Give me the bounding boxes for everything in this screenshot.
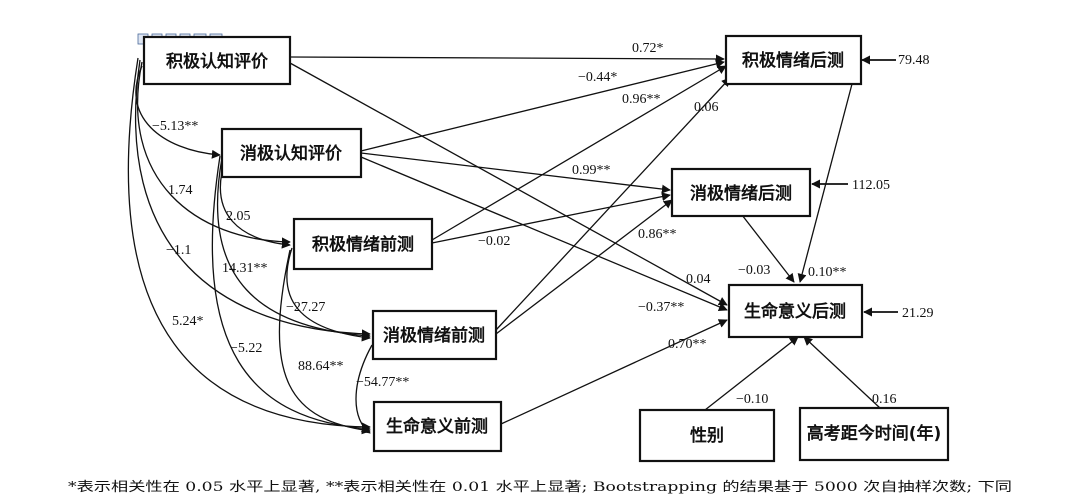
- path-label: −0.10: [736, 392, 768, 407]
- path-poscog-life: [289, 62, 728, 306]
- cov-label: −5.13**: [152, 119, 198, 134]
- path-negcog-negemo: [360, 152, 671, 194]
- cov-negcog-lifepre: [211, 155, 371, 433]
- path-label: 0.10**: [808, 265, 847, 280]
- path-label: −0.03: [738, 263, 770, 278]
- cov-negemopre-lifepre: [355, 344, 373, 434]
- cov-label: 2.05: [226, 209, 251, 224]
- residual-labels: 79.48 112.05 21.29: [852, 53, 934, 321]
- cov-label: −54.77**: [356, 375, 409, 390]
- cov-label: 88.64**: [298, 359, 344, 374]
- path-posemo-life: [797, 83, 853, 283]
- cov-label: −5.22: [230, 341, 262, 356]
- residual-value: 79.48: [898, 53, 930, 68]
- path-posemopre-posemo: [431, 65, 727, 241]
- path-lifepre-life: [500, 319, 728, 425]
- path-label: 0.04: [686, 272, 711, 287]
- path-label: 0.86**: [638, 227, 677, 242]
- node-gender-box: [638, 408, 776, 463]
- path-label: 0.96**: [622, 92, 661, 107]
- node-exam-time-box: [798, 406, 950, 462]
- node-pos-cog-box: [142, 35, 292, 86]
- path-negemopre-negemo: [495, 199, 673, 335]
- node-neg-emo-post: 消极情绪后测: [690, 183, 792, 204]
- path-negemo-life: [741, 214, 795, 283]
- cov-poscog-posemopre: [136, 61, 291, 247]
- node-pos-cog: 积极认知评价: [166, 51, 269, 72]
- node-neg-emo-pre: 消极情绪前测: [383, 325, 485, 346]
- cov-negcog-negemopre: [217, 157, 371, 340]
- cov-label: −1.1: [166, 243, 191, 258]
- path-negcog-life: [360, 156, 728, 312]
- cov-label: 14.31**: [222, 261, 268, 276]
- path-label: −0.02: [478, 234, 510, 249]
- path-posemopre-negemo: [431, 192, 671, 244]
- path-label: 0.06: [694, 100, 719, 115]
- path-poscog-posemo: [289, 54, 725, 64]
- cov-poscog-lifepre: [127, 57, 371, 432]
- path-coefficients: 0.72* −0.44* 0.96** 0.06 0.99** −0.02 0.…: [478, 41, 897, 407]
- node-life-pre-box: [372, 400, 503, 453]
- path-label: −0.37**: [638, 300, 684, 315]
- residual-value: 21.29: [902, 306, 934, 321]
- path-label: 0.72*: [632, 41, 664, 56]
- nodes: 积极认知评价 消极认知评价 积极情绪前测 消极情绪前测 生命意义前测 积极情绪后…: [142, 34, 950, 463]
- node-life-pre: 生命意义前测: [386, 416, 488, 437]
- cov-label: 5.24*: [172, 314, 204, 329]
- node-pos-emo-pre-box: [292, 217, 434, 271]
- node-neg-cog: 消极认知评价: [240, 143, 343, 164]
- node-gender: 性别: [690, 425, 724, 446]
- cov-label: 1.74: [168, 183, 193, 198]
- node-life-post: 生命意义后测: [744, 301, 846, 322]
- node-pos-emo-post-box: [724, 34, 863, 86]
- path-label: 0.70**: [668, 337, 707, 352]
- covariance-curves: [127, 57, 373, 435]
- covariance-coefficients: −5.13** 1.74 2.05 −1.1 14.31** −27.27 5.…: [152, 119, 409, 390]
- cov-label: −27.27: [286, 300, 325, 315]
- node-life-post-box: [727, 283, 864, 339]
- path-label: −0.44*: [578, 70, 617, 85]
- node-neg-cog-box: [220, 127, 363, 179]
- path-negemopre-posemo: [495, 77, 731, 331]
- node-pos-emo-pre: 积极情绪前测: [312, 234, 414, 255]
- path-negcog-posemo: [360, 59, 725, 152]
- path-label: 0.99**: [572, 163, 611, 178]
- directed-paths: [289, 54, 898, 425]
- node-neg-emo-post-box: [670, 167, 812, 218]
- node-exam-time: 高考距今时间(年): [807, 423, 942, 444]
- cov-poscog-negemopre: [135, 59, 371, 339]
- node-pos-emo-post: 积极情绪后测: [742, 50, 844, 71]
- cov-posemopre-negemopre: [286, 247, 371, 342]
- path-gender-life: [704, 336, 799, 411]
- footnote: *表示相关性在 0.05 水平上显著, **表示相关性在 0.01 水平上显著;…: [68, 479, 1012, 495]
- residual-value: 112.05: [852, 178, 890, 193]
- cov-posemopre-lifepre: [278, 249, 371, 435]
- node-neg-emo-pre-box: [371, 309, 498, 361]
- path-time-life: [803, 336, 881, 409]
- path-label: 0.16: [872, 392, 897, 407]
